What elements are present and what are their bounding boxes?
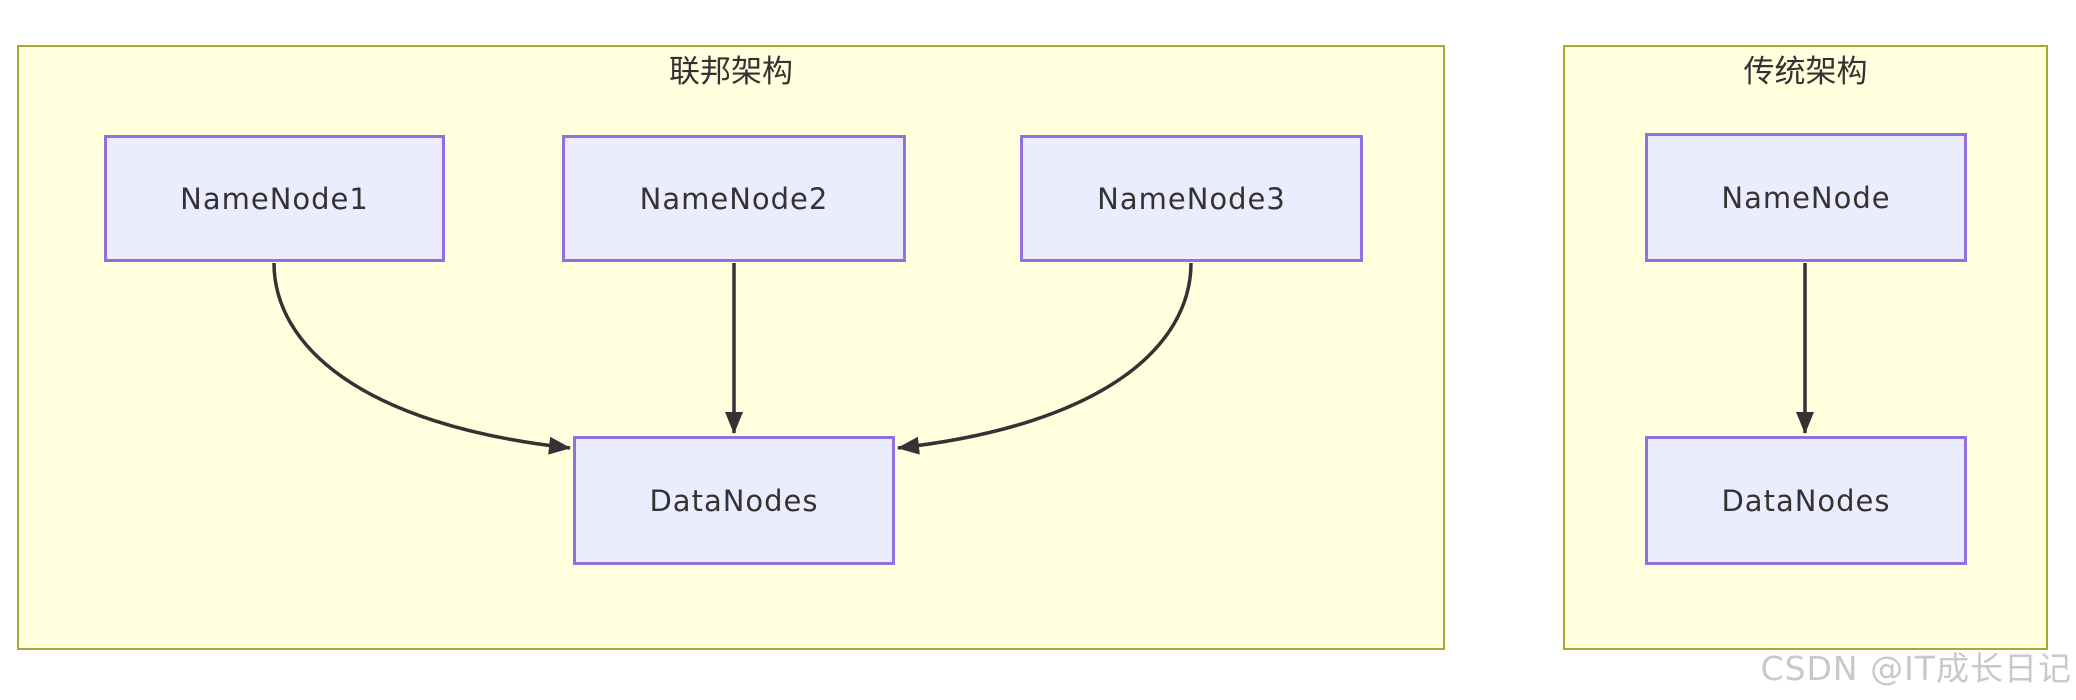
node-namenode3-label: NameNode3 [1097, 181, 1286, 216]
watermark: CSDN @IT成长日记 [1760, 649, 2072, 688]
node-namenode2: NameNode2 [562, 135, 906, 262]
node-datanodes-federation: DataNodes [573, 436, 895, 565]
cluster-traditional-title: 传统架构 [1743, 54, 1868, 90]
node-namenode3: NameNode3 [1020, 135, 1363, 262]
node-namenode1-label: NameNode1 [180, 181, 369, 216]
node-namenode-traditional-label: NameNode [1721, 180, 1891, 215]
node-namenode-traditional: NameNode [1645, 133, 1967, 262]
cluster-federation-title: 联邦架构 [669, 54, 793, 90]
node-datanodes-traditional: DataNodes [1645, 436, 1967, 565]
node-datanodes-traditional-label: DataNodes [1721, 483, 1891, 518]
node-namenode1: NameNode1 [104, 135, 445, 262]
node-datanodes-federation-label: DataNodes [649, 483, 819, 518]
node-namenode2-label: NameNode2 [639, 181, 829, 216]
